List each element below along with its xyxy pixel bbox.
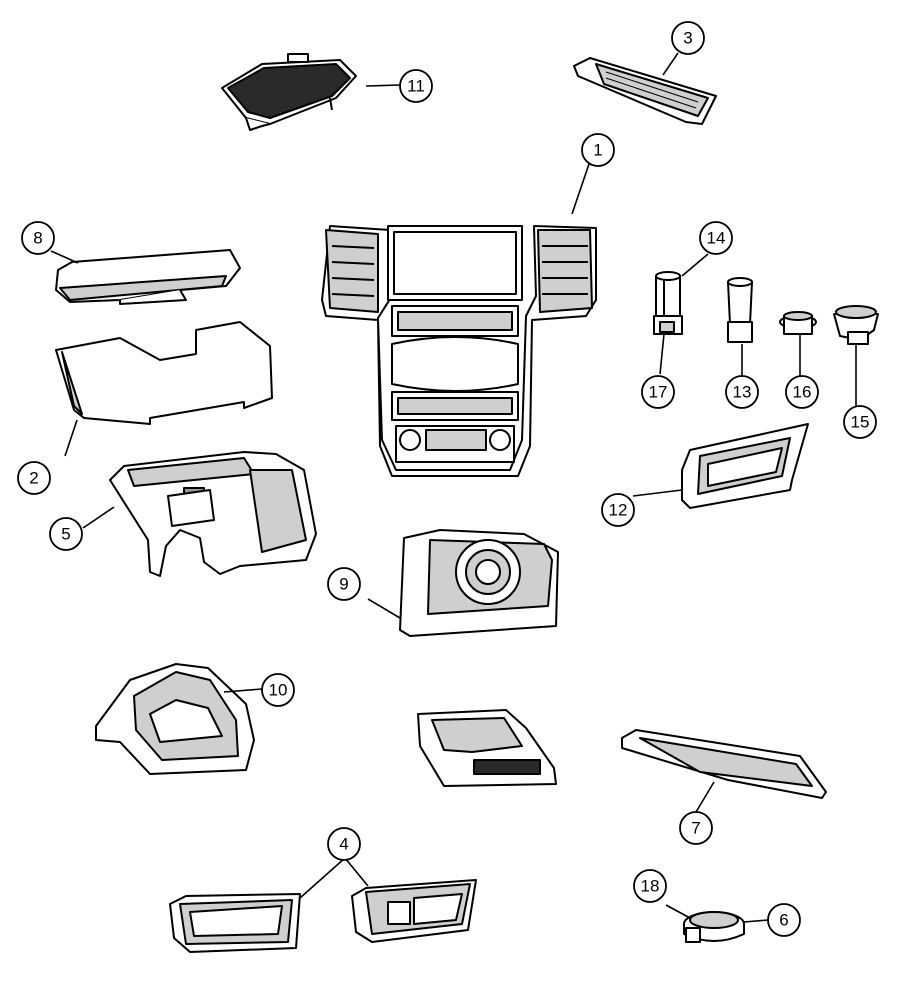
part-16-socket [779,311,817,335]
callout-11: 11 [399,69,433,103]
callout-13: 13 [725,375,759,409]
callout-16-label: 16 [793,383,812,402]
callout-16: 16 [785,375,819,409]
callout-2-label: 2 [29,469,38,488]
part-10-cluster-hood [95,663,255,775]
callout-8: 8 [21,221,55,255]
callout-10: 10 [261,673,295,707]
callout-5: 5 [49,517,83,551]
callout-7-label: 7 [691,819,700,838]
part-14-17-outlet [653,271,683,335]
callout-5-label: 5 [61,525,70,544]
part-3-trim-strip [573,57,717,125]
callout-7: 7 [679,811,713,845]
part-8-trim-cap [55,249,241,305]
callout-1: 1 [581,133,615,167]
callout-12: 12 [601,493,635,527]
part-13-outlet [727,277,753,343]
part-11-bin-lid [221,53,357,131]
callout-2: 2 [17,461,51,495]
callout-10-label: 10 [269,681,288,700]
part-9-cupholder-bezel [399,529,559,637]
part-18-6-knob [683,911,745,943]
callout-13-label: 13 [733,383,752,402]
callout-17-label: 17 [649,383,668,402]
callout-18: 18 [633,869,667,903]
part-5-lower-bracket [109,451,317,577]
callout-6-label: 6 [779,911,788,930]
callout-1-label: 1 [593,141,602,160]
callout-14-label: 14 [707,229,726,248]
part-15-socket [833,305,879,345]
callout-3-label: 3 [683,29,692,48]
callout-14: 14 [699,221,733,255]
part-4-bezel-right [351,879,477,943]
callout-18-label: 18 [641,877,660,896]
callout-15-label: 15 [851,413,870,432]
callout-4-label: 4 [339,835,348,854]
callout-4: 4 [327,827,361,861]
callout-11-label: 11 [407,77,425,96]
callout-8-label: 8 [33,229,42,248]
part-7-trim-strip [621,729,827,799]
part-4-bezel-left [169,893,301,953]
part-switch-bezel [417,709,557,787]
part-12-bezel-frame [681,423,809,509]
callout-12-label: 12 [609,501,628,520]
callout-3: 3 [671,21,705,55]
callout-9: 9 [327,567,361,601]
callout-15: 15 [843,405,877,439]
callout-17: 17 [641,375,675,409]
part-1-center-bezel [321,225,597,477]
part-2-closeout-panel [55,321,273,425]
leader-lines [50,52,857,923]
callout-9-label: 9 [339,575,348,594]
callout-6: 6 [767,903,801,937]
